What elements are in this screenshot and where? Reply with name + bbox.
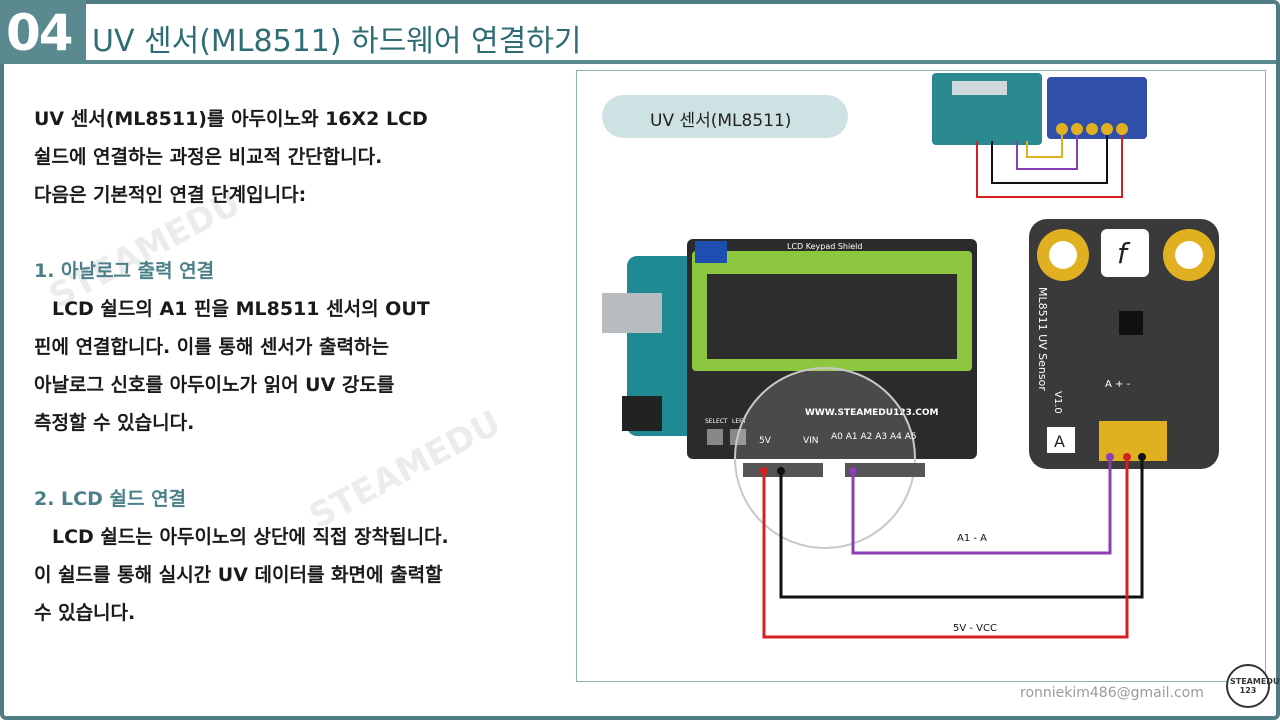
brand-logo <box>1101 229 1149 277</box>
step-line: 이 쉴드를 통해 실시간 UV 데이터를 화면에 출력할 <box>34 564 443 586</box>
section-number-tab: 04 <box>0 0 86 64</box>
title-bar: UV 센서(ML8511) 하드웨어 연결하기 <box>86 6 1276 64</box>
intro-line: UV 센서(ML8511)를 아두이노와 16X2 LCD <box>34 108 428 130</box>
uv-sensor-board <box>1029 219 1219 469</box>
wire-gnd <box>779 457 1144 599</box>
section-number: 04 <box>6 4 74 62</box>
logo-text: STEAMEDU 123 <box>1230 677 1280 695</box>
step-line: LCD 쉴드는 아두이노의 상단에 직접 장착됩니다. <box>52 526 449 548</box>
body-text: UV 센서(ML8511)를 아두이노와 16X2 LCD 쉴드에 연결하는 과… <box>34 100 554 632</box>
sensor-letter-box <box>1047 427 1075 453</box>
potentiometer <box>695 241 727 263</box>
pin-vin-label: VIN <box>803 436 819 446</box>
wire-a1 <box>851 457 1112 555</box>
select-button <box>707 429 723 445</box>
step-line: LCD 쉴드의 A1 핀을 ML8511 센서의 OUT <box>52 298 430 320</box>
power-jack <box>622 396 662 431</box>
select-label: SELECT <box>705 418 728 425</box>
step-line: 측정할 수 있습니다. <box>34 412 195 434</box>
intro-line: 다음은 기본적인 연결 단계입니다: <box>34 184 307 206</box>
wire-vcc <box>762 457 1129 639</box>
intro-line: 쉴드에 연결하는 과정은 비교적 간단합니다. <box>34 146 383 168</box>
sensor-pins-label: A + - <box>1105 379 1131 390</box>
figure-label: UV 센서(ML8511) <box>650 111 792 131</box>
page-title: UV 센서(ML8511) 하드웨어 연결하기 <box>92 24 582 59</box>
analog-pins-label: A0 A1 A2 A3 A4 A5 <box>831 432 917 442</box>
wire-a1-label: A1 - A <box>957 533 987 544</box>
sensor-name: ML8511 UV Sensor <box>1036 287 1049 391</box>
magnifier-circle <box>734 367 916 549</box>
lcd-screen <box>707 274 957 359</box>
left-label: LEFT <box>732 418 746 425</box>
sensor-letter: A <box>1054 432 1065 451</box>
shield-label: LCD Keypad Shield <box>787 242 862 251</box>
step-heading: 1. 아날로그 출력 연결 <box>34 260 215 282</box>
step-line: 아날로그 신호를 아두이노가 읽어 UV 강도를 <box>34 374 395 396</box>
sensor-version: V1.0 <box>1052 391 1063 414</box>
step-line: 핀에 연결합니다. 이를 통해 센서가 출력하는 <box>34 336 389 358</box>
usb-port <box>602 293 662 333</box>
footer-email: ronniekim486@gmail.com <box>1020 685 1204 701</box>
step-heading: 2. LCD 쉴드 연결 <box>34 488 187 510</box>
wire-vcc-label: 5V - VCC <box>953 623 997 634</box>
analog-header <box>845 463 925 477</box>
step-line: 수 있습니다. <box>34 602 136 624</box>
pin-5v-label: 5V <box>759 436 772 446</box>
uv-chip <box>1119 311 1143 335</box>
brand-logo-badge: STEAMEDU 123 <box>1226 664 1280 708</box>
figure-label-pill: UV 센서(ML8511) <box>602 95 848 138</box>
schematic-thumbnail <box>932 73 1147 198</box>
